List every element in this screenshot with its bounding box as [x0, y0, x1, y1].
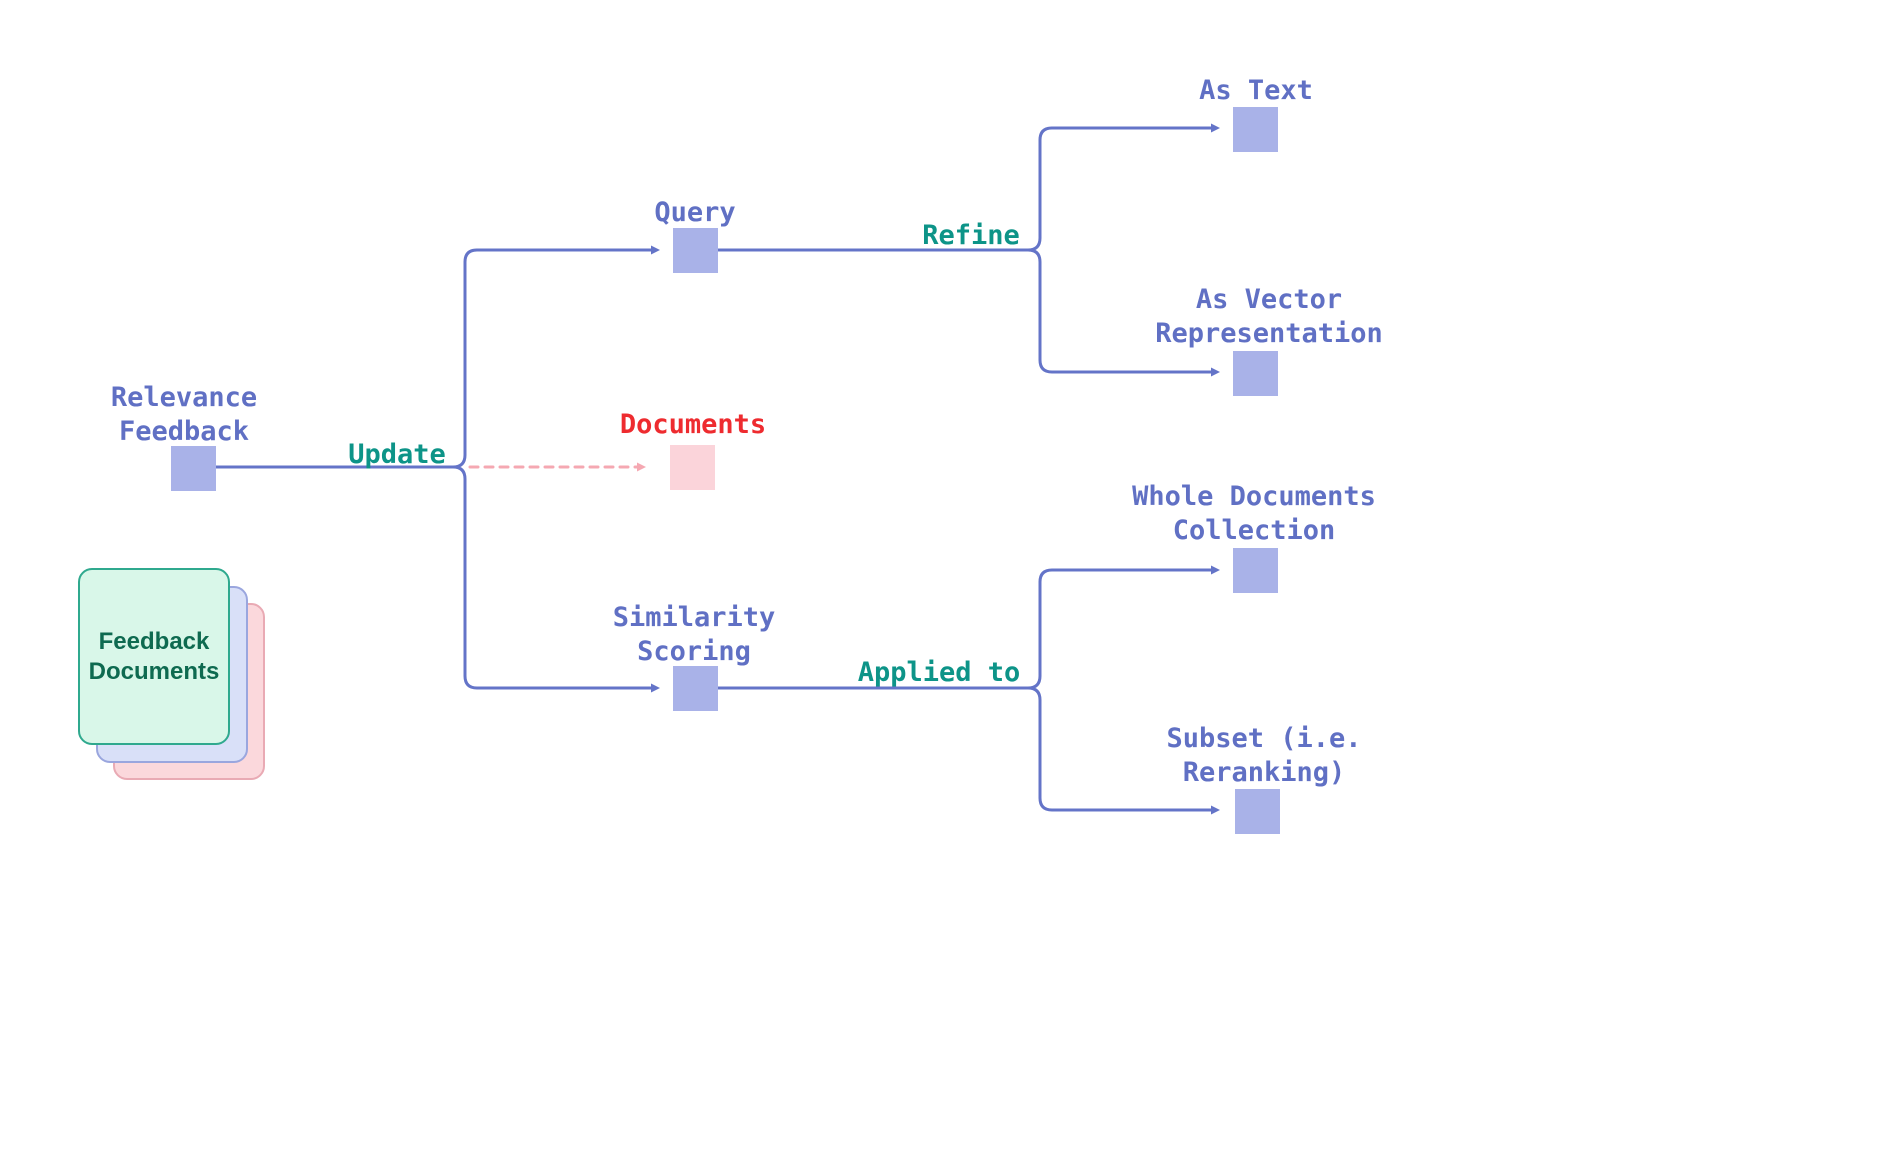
edge-label-applied-to: Applied to	[857, 657, 1021, 688]
node-as-vector	[1233, 351, 1278, 396]
feedback-card-front: Feedback Documents	[78, 568, 230, 745]
label-as-vector: As Vector Representation	[1155, 284, 1383, 349]
node-whole-documents	[1233, 548, 1278, 593]
edge-update-to-query	[214, 245, 660, 469]
node-similarity-scoring	[673, 666, 718, 711]
label-as-text: As Text	[1199, 75, 1313, 106]
label-subset: Subset (i.e. Reranking)	[1166, 723, 1362, 788]
label-whole-documents: Whole Documents Collection	[1132, 481, 1376, 546]
edge-refine-to-as-vector	[716, 248, 1220, 377]
edge-applied-to-subset	[715, 686, 1220, 815]
edge-label-refine: Refine	[922, 220, 1020, 251]
node-query	[673, 228, 718, 273]
node-subset	[1235, 789, 1280, 834]
label-similarity-scoring: Similarity Scoring	[612, 602, 776, 667]
edge-label-update: Update	[348, 439, 446, 470]
node-relevance-feedback	[171, 446, 216, 491]
label-query: Query	[654, 197, 736, 228]
edge-update-to-similarity	[214, 465, 660, 693]
label-relevance-feedback: Relevance Feedback	[110, 382, 258, 447]
node-documents	[670, 445, 715, 490]
feedback-card-label: Feedback Documents	[88, 627, 220, 685]
node-as-text	[1233, 107, 1278, 152]
label-documents: Documents	[619, 409, 767, 440]
